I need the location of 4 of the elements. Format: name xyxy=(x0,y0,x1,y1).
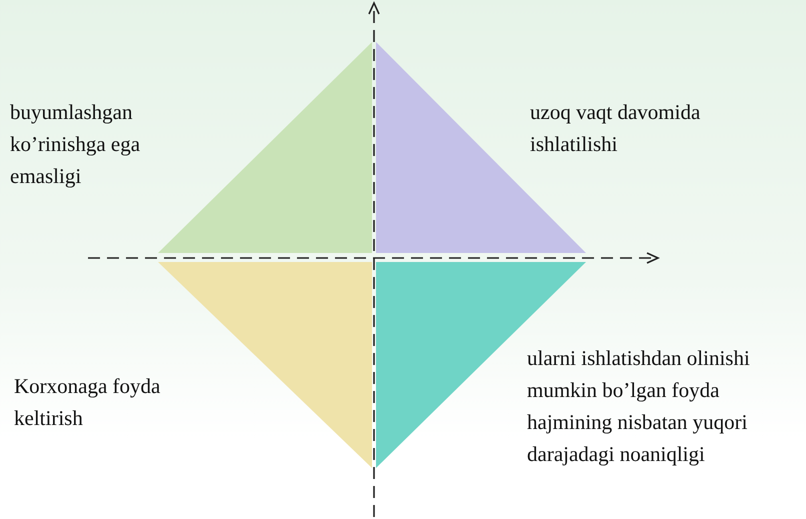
quadrant-label: uzoq vaqt davomida ishlatilishi xyxy=(530,99,702,158)
quadrant-label: buyumlashgan ko’rinishga ega emasligi xyxy=(10,99,142,190)
quadrant-label: ularni ishlatishdan olinishi mumkin bo’lgan foyda hajmining nisbatan yuqori darajadagi noaniqligi xyxy=(527,345,751,468)
quadrant-label: Korxonaga foyda keltirish xyxy=(14,373,162,432)
